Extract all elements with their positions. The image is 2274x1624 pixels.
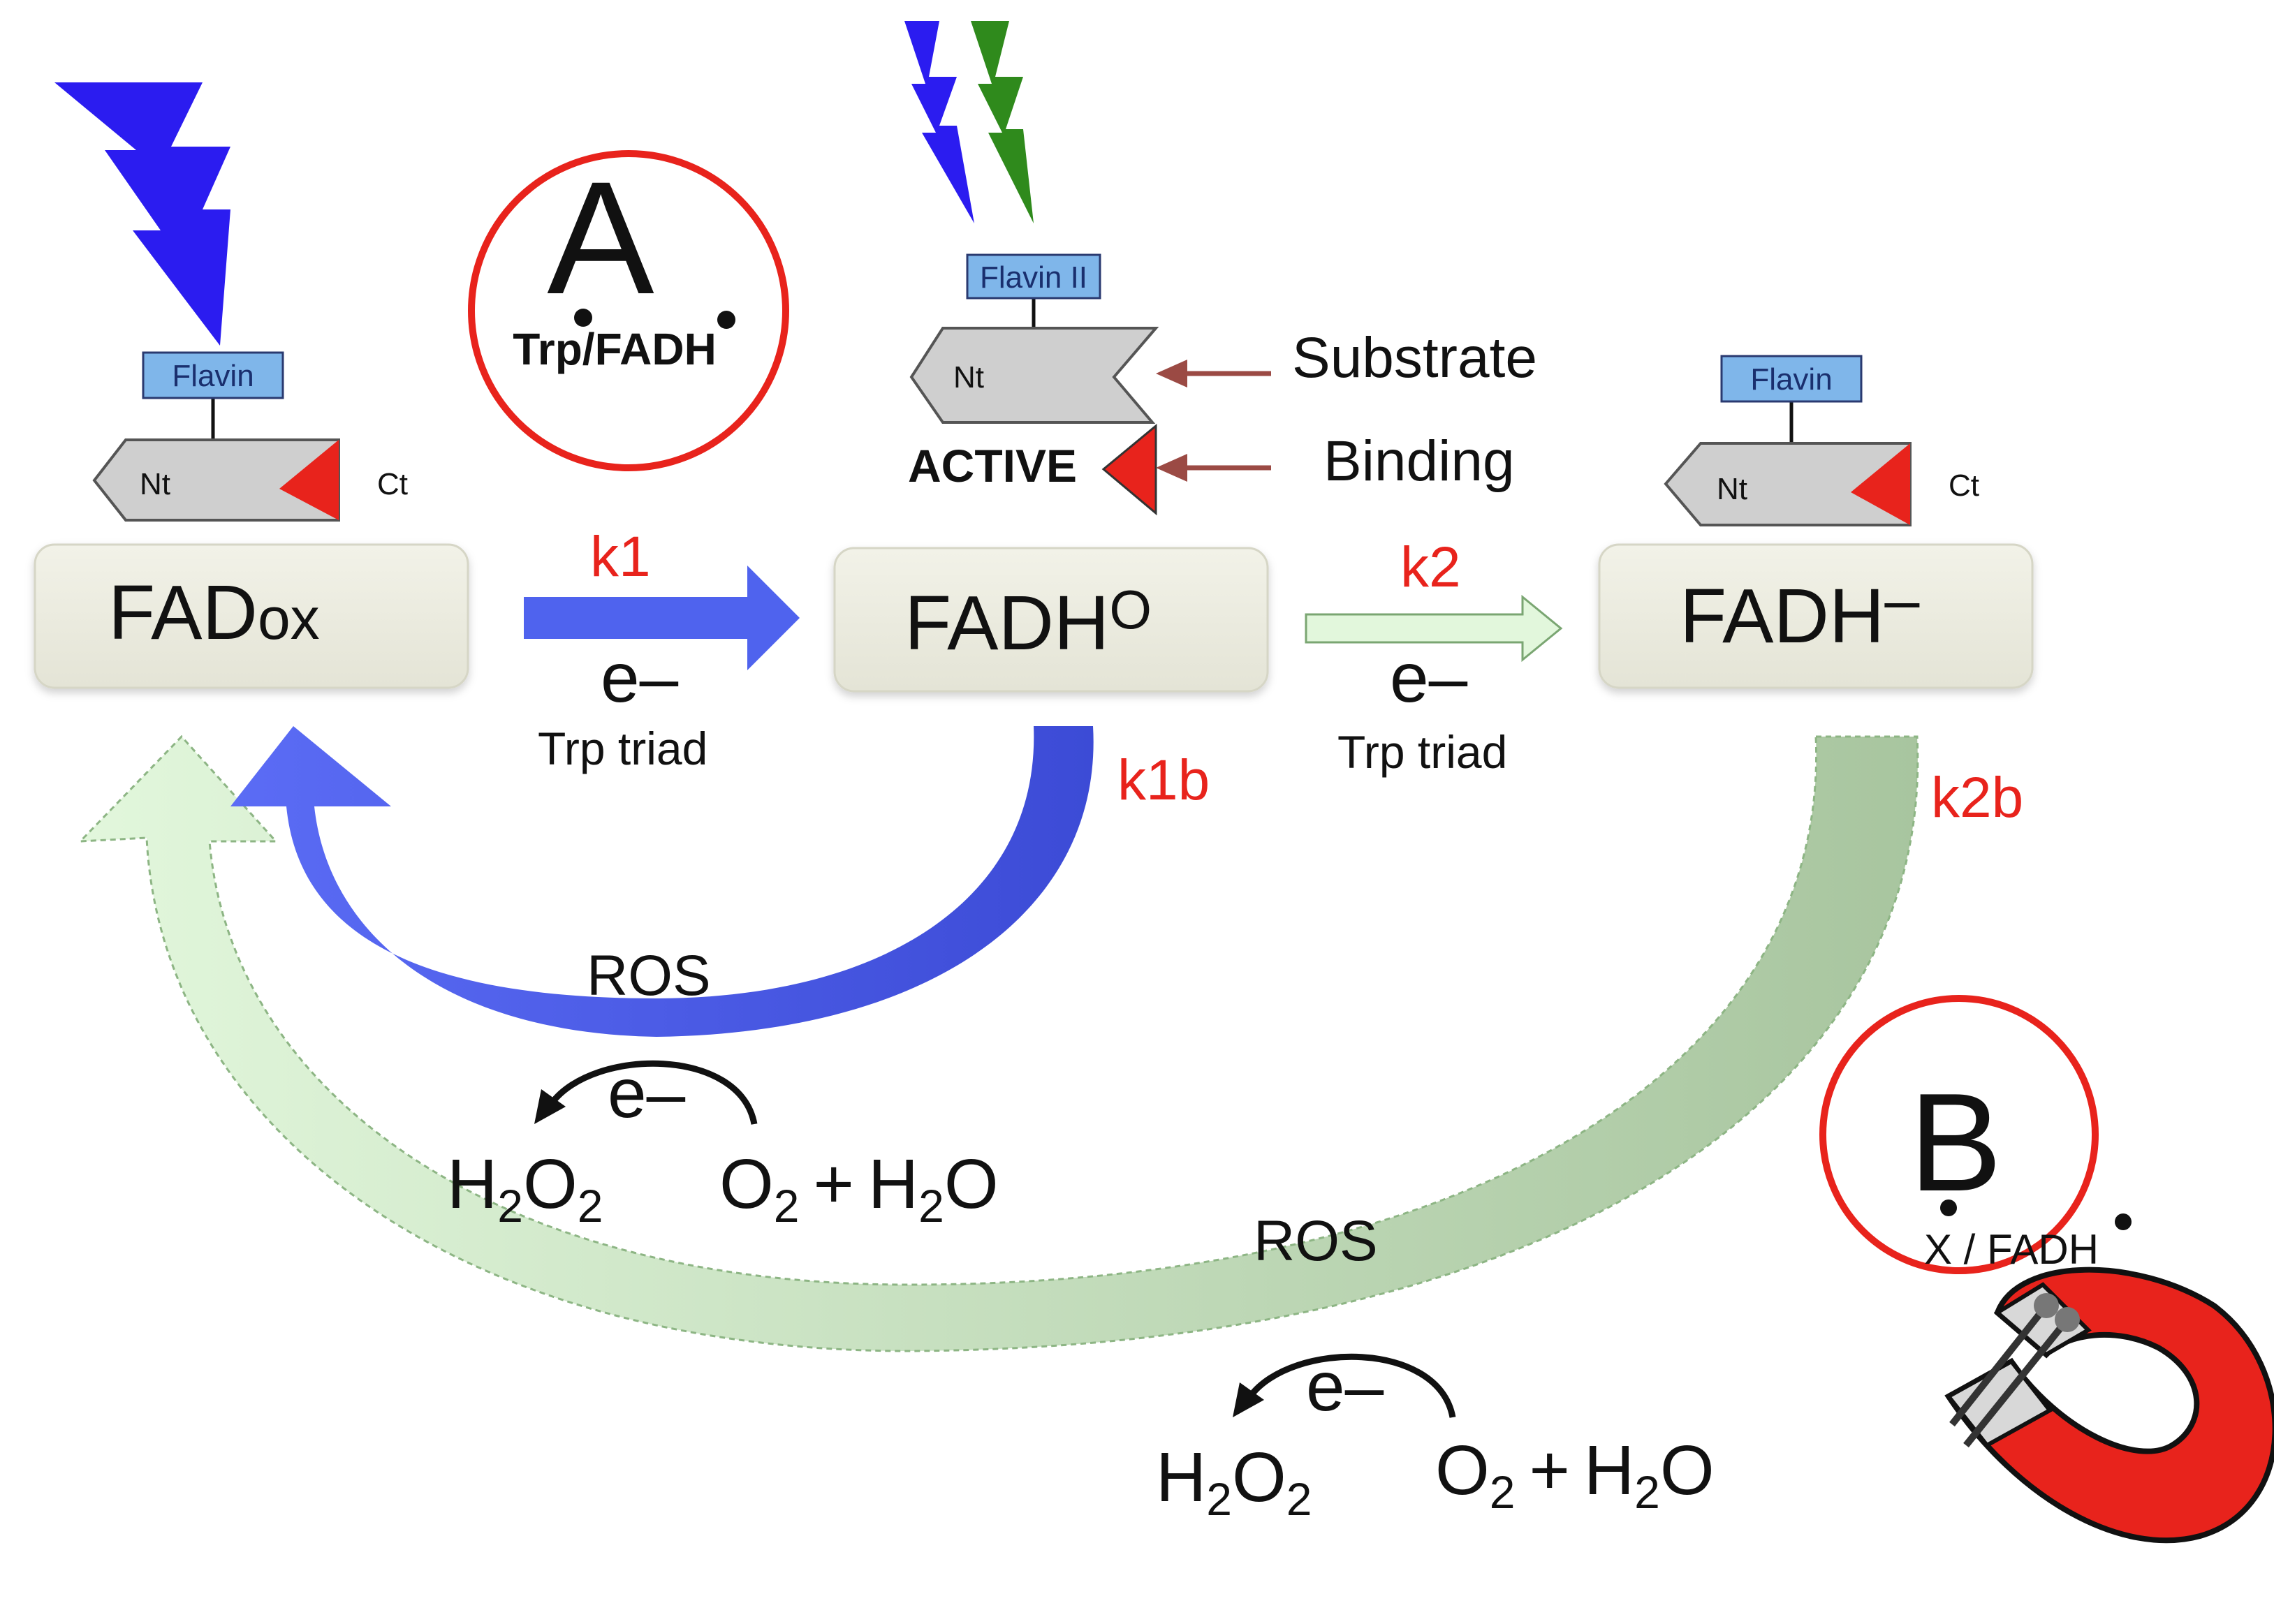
green-return-arc	[78, 735, 1919, 1352]
k1-arrow	[524, 566, 800, 670]
fadh-minus-label: FADH–	[1680, 566, 1920, 659]
ros-label-1: ROS	[587, 944, 711, 1007]
inset-b-text: X / FADH	[1924, 1226, 2099, 1273]
state-box-fadox	[34, 543, 469, 689]
flavin-label: Flavin II	[980, 260, 1087, 295]
flavin-box	[1720, 355, 1863, 403]
ros-electron-label-1: e–	[608, 1054, 686, 1132]
flavin-label: Flavin	[172, 359, 254, 393]
nt-label: Nt	[140, 467, 170, 501]
lightning-bolt-blue-icon	[54, 82, 230, 346]
fadox-label: FADox	[108, 570, 320, 656]
lightning-bolt-blue-icon	[904, 21, 974, 223]
flavin-label: Flavin	[1750, 362, 1832, 397]
lightning-bolt-green-icon	[971, 21, 1034, 223]
protein-middle: Flavin II Nt ACTIVE	[908, 253, 1159, 516]
ct-label: Ct	[377, 467, 408, 501]
protein-left: Flavin Nt Ct	[92, 351, 408, 522]
fadh-radical-label: FADHO	[904, 579, 1152, 666]
substrate-label: Substrate	[1292, 326, 1537, 390]
state-box-fadh-minus	[1598, 543, 2034, 689]
flavin-box	[966, 253, 1101, 300]
k1-electron-label: e–	[601, 639, 679, 717]
binding-arrow	[1156, 454, 1271, 482]
state-box-fadh-radical	[833, 547, 1269, 693]
k2-electron-label: e–	[1390, 639, 1468, 717]
ct-label: Ct	[1949, 468, 1979, 503]
nt-label: Nt	[1717, 472, 1747, 506]
k1b-label: k1b	[1117, 748, 1210, 812]
substrate-arrow	[1156, 360, 1271, 387]
inset-a-text: Trp/FADH	[513, 324, 717, 374]
k2b-label: k2b	[1931, 766, 2023, 829]
electron-transfer-curve-2	[1233, 1353, 1456, 1418]
k1-trp-triad-label: Trp triad	[538, 723, 707, 774]
k2-trp-triad-label: Trp triad	[1337, 726, 1507, 778]
h2o2-label-1: H2O2	[447, 1145, 603, 1232]
o2-h2o-label-1: O2+H2O	[719, 1145, 999, 1232]
inset-b-circle	[1819, 995, 2132, 1274]
protein-right: Flavin Nt Ct	[1664, 355, 1979, 526]
binding-label: Binding	[1323, 429, 1515, 493]
inset-b-letter: B	[1909, 1065, 2002, 1220]
k1-label: k1	[590, 525, 651, 589]
k2-label: k2	[1400, 536, 1461, 599]
electron-transfer-curve-1	[534, 1060, 758, 1125]
horseshoe-magnet-icon	[1944, 1267, 2274, 1544]
active-label: ACTIVE	[908, 440, 1077, 492]
ros-electron-label-2: e–	[1306, 1348, 1384, 1426]
ros-label-2: ROS	[1254, 1209, 1378, 1273]
o2-h2o-label-2: O2+H2O	[1435, 1431, 1715, 1518]
inset-a-letter: A	[547, 148, 654, 327]
nt-label: Nt	[953, 360, 984, 394]
k2-arrow	[1305, 594, 1563, 663]
inset-a-circle	[468, 150, 789, 471]
blue-return-arc	[230, 726, 1094, 1037]
h2o2-label-2: H2O2	[1156, 1438, 1312, 1525]
flavin-box	[142, 351, 284, 399]
